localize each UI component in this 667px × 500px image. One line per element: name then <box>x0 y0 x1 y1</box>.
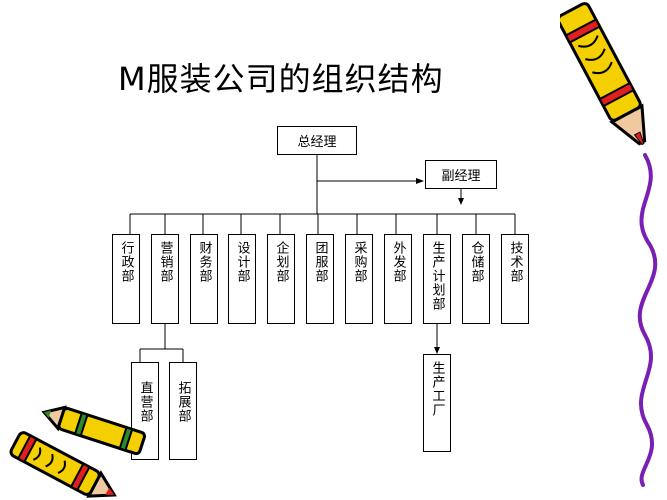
department-finance: 财务部 <box>190 234 218 324</box>
page-title: M服装公司的组织结构 <box>118 60 444 98</box>
production-factory-label: 生产工厂 <box>429 361 445 417</box>
swirl-decoration-right <box>637 153 658 487</box>
department-warehouse: 仓储部 <box>462 234 490 324</box>
general-manager-label: 总经理 <box>297 135 337 150</box>
sub-department-label: 直营部 <box>137 381 153 423</box>
department-sales: 营销部 <box>151 234 179 324</box>
crayons-decoration-bottom-left <box>9 405 146 498</box>
department-purchasing: 采购部 <box>345 234 373 324</box>
department-label: 仓储部 <box>468 241 484 283</box>
department-label: 行政部 <box>118 241 134 283</box>
general-manager-box: 总经理 <box>277 126 357 155</box>
sub-department-expansion: 拓展部 <box>169 362 197 460</box>
deputy-manager-box: 副经理 <box>425 160 497 189</box>
crayon-decoration-top-right <box>560 2 647 146</box>
department-production-planning: 生产计划部 <box>423 234 451 324</box>
department-label: 外发部 <box>390 241 406 283</box>
department-label: 生产计划部 <box>429 241 445 311</box>
department-technology: 技术部 <box>501 234 529 324</box>
department-design: 设计部 <box>228 234 256 324</box>
sub-department-label: 拓展部 <box>175 381 191 423</box>
department-label: 营销部 <box>157 241 173 283</box>
department-admin: 行政部 <box>112 234 140 324</box>
production-factory: 生产工厂 <box>423 354 451 452</box>
department-planning: 企划部 <box>267 234 295 324</box>
department-outsourcing: 外发部 <box>384 234 412 324</box>
department-label: 财务部 <box>196 241 212 283</box>
department-label: 企划部 <box>273 241 289 283</box>
department-label: 设计部 <box>234 241 250 283</box>
department-group-uniform: 团服部 <box>306 234 334 324</box>
department-label: 采购部 <box>351 241 367 283</box>
department-label: 技术部 <box>507 241 523 283</box>
department-label: 团服部 <box>312 241 328 283</box>
deputy-manager-label: 副经理 <box>441 169 481 184</box>
